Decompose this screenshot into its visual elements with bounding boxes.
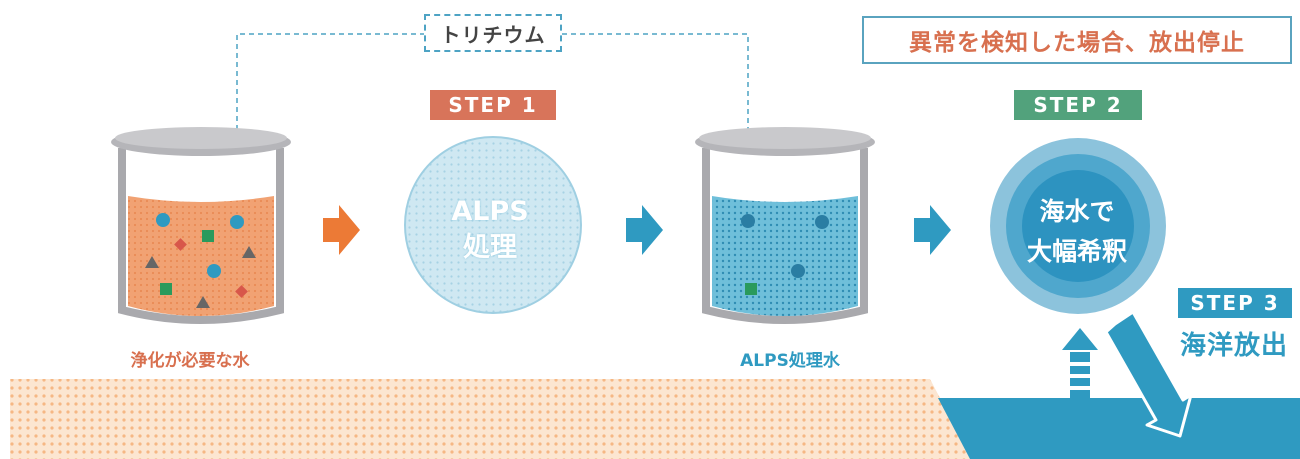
particle-diamond: [174, 238, 187, 251]
alps-line2: 処理: [463, 232, 517, 263]
tank2-caption: ALPS処理水: [740, 351, 840, 371]
particle-circle: [791, 264, 805, 278]
particle-triangle: [196, 296, 210, 308]
tank2-particles: [741, 214, 829, 295]
particle-diamond: [235, 285, 248, 298]
seawater-intake-arrow: [1062, 328, 1098, 398]
step2-badge: STEP 2: [1014, 90, 1142, 120]
step3-badge: STEP 3: [1178, 288, 1292, 318]
dilution-line2: 大幅希釈: [1026, 237, 1127, 266]
dilution-text: 海水で 大幅希釈: [1000, 192, 1154, 272]
particle-triangle: [145, 256, 159, 268]
particle-square: [202, 230, 214, 242]
tank1-particles: [145, 213, 256, 308]
particle-square: [745, 283, 757, 295]
step3-text: 海洋放出: [1179, 331, 1288, 361]
alps-process-circle: [404, 136, 582, 314]
sea: [938, 398, 1300, 459]
particle-triangle: [242, 246, 256, 258]
tank-treated: [695, 127, 875, 324]
arrow-right-icon: [626, 205, 663, 255]
alert-stop-notice: 異常を検知した場合、放出停止: [862, 16, 1292, 64]
arrow-right-icon: [914, 205, 951, 255]
particle-circle: [207, 264, 221, 278]
discharge-arrow: [1104, 310, 1193, 438]
particle-circle: [815, 215, 829, 229]
tank1-caption: 浄化が必要な水: [130, 351, 250, 371]
alps-process-text: ALPS 処理: [400, 194, 580, 266]
tank-untreated: [111, 127, 291, 324]
dilution-circle: [990, 138, 1166, 314]
dilution-line1: 海水で: [1039, 197, 1115, 226]
alps-line1: ALPS: [451, 196, 529, 227]
step1-badge: STEP 1: [430, 90, 556, 120]
particle-square: [160, 283, 172, 295]
tritium-label: トリチウム: [424, 14, 562, 52]
particle-circle: [156, 213, 170, 227]
particle-circle: [230, 215, 244, 229]
arrow-right-icon: [323, 205, 360, 255]
particle-circle: [741, 214, 755, 228]
sand-ground: [10, 379, 972, 459]
